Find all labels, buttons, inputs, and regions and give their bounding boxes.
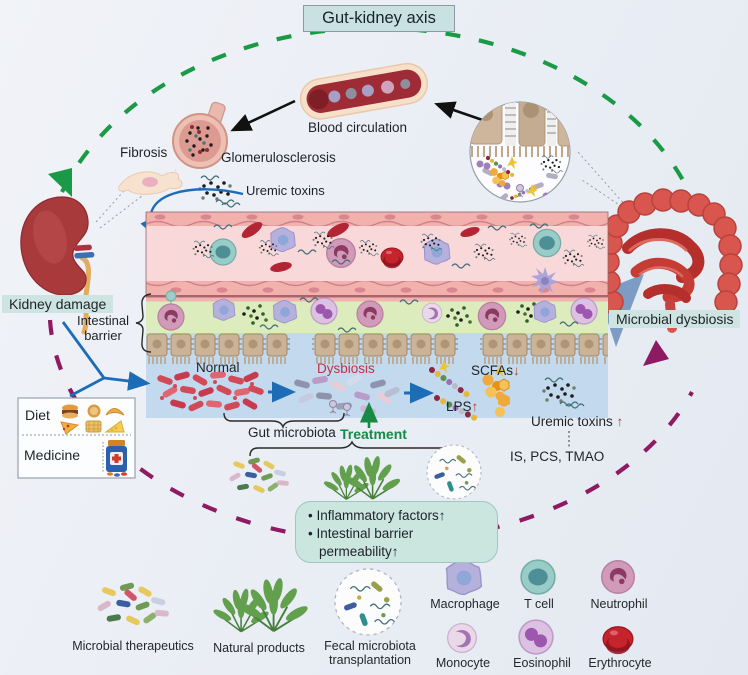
legend-fmt-label: Fecal microbiota transplantation — [312, 639, 428, 668]
normal-label: Normal — [196, 360, 240, 375]
legend-fmt-icon — [335, 569, 401, 635]
diet-label: Diet — [25, 407, 50, 423]
lps-label: LPS↑ — [446, 399, 478, 415]
page-title: Gut-kidney axis — [303, 5, 455, 32]
legend-erythrocyte-label: Erythrocyte — [588, 656, 652, 670]
scfas-text: SCFAs — [471, 363, 514, 378]
uremic-toxins-mid-label: Uremic toxins ↑ — [531, 414, 623, 430]
legend-neutrophil-icon — [601, 560, 635, 594]
influence-connector — [61, 321, 151, 398]
legend-microbial-therapeutics-label: Microbial therapeutics — [72, 639, 194, 653]
legend-microbial-therapeutics-icon — [96, 582, 169, 626]
arrow-vessel-to-glomerulus — [230, 99, 296, 132]
uremic-toxins-text: Uremic toxins — [531, 414, 613, 429]
green-arrowhead-icon — [48, 168, 72, 197]
legend-neutrophil-label: Neutrophil — [590, 597, 648, 611]
effects-box: • Inflammatory factors↑ • Intestinal bar… — [295, 501, 498, 563]
dysbiosis-label: Dysbiosis — [317, 361, 375, 376]
kidney-damage-label: Kidney damage — [2, 295, 114, 314]
gut-microbiota-brace — [223, 412, 345, 430]
effects-line3-text: permeability↑ — [319, 543, 399, 559]
fibrosis-label: Fibrosis — [120, 145, 168, 160]
kidney-illustration — [20, 196, 95, 335]
glomerulosclerosis-label: Glomerulosclerosis — [221, 150, 336, 165]
medicine-bottle-icon — [102, 440, 127, 477]
uremic-toxins-top-label: Uremic toxins — [246, 183, 325, 198]
legend-fmt-line2: transplantation — [328, 653, 411, 668]
fibroblast-illustration — [118, 171, 183, 195]
microbial-therapeutics-icon — [229, 457, 290, 494]
intestinal-barrier-brace — [135, 293, 152, 353]
effects-line2-text: Intestinal barrier — [316, 525, 414, 541]
food-icons — [60, 404, 125, 435]
legend-monocyte-label: Monocyte — [435, 656, 491, 670]
scfas-label: SCFAs↓ — [471, 363, 520, 379]
intestine-illustration — [596, 188, 743, 347]
legend-fmt-line1: Fecal microbiota — [324, 639, 416, 653]
tissue-panel — [145, 211, 609, 422]
metabolites-label: IS, PCS, TMAO — [510, 449, 605, 464]
normal-microbiota-cluster — [156, 370, 265, 413]
gut-wall-inset — [469, 101, 571, 203]
legend-natural-products-label: Natural products — [213, 641, 305, 655]
glomerulus-illustration — [172, 101, 228, 169]
legend-eosinophil-icon — [519, 620, 553, 654]
gut-microbiota-label: Gut microbiota — [248, 425, 336, 440]
legend-macrophage-label: Macrophage — [430, 597, 500, 611]
scfas-down-arrow-icon: ↓ — [513, 363, 520, 378]
lps-up-arrow-icon: ↑ — [471, 399, 479, 414]
effects-line2: • Intestinal barrier — [308, 525, 489, 543]
lps-text: LPS — [446, 399, 472, 414]
bullet-icon: • — [308, 508, 313, 523]
diet-medicine-box — [17, 397, 136, 479]
natural-products-icon — [323, 455, 402, 499]
legend-eosinophil-label: Eosinophil — [513, 656, 571, 670]
uremic-up-arrow-icon: ↑ — [616, 414, 624, 429]
legend-natural-products-icon — [212, 577, 310, 631]
kidney-to-gut-arc — [47, 319, 694, 544]
legend-erythrocyte-icon — [602, 626, 634, 655]
treatment-brace — [249, 440, 457, 457]
vessel-cells — [165, 221, 605, 315]
legend-tcell-label: T cell — [524, 597, 554, 611]
effects-line1: • Inflammatory factors↑ — [308, 507, 489, 525]
fmt-icon — [427, 445, 481, 499]
legend-monocyte-icon — [447, 623, 477, 653]
legend-tcell-icon — [520, 559, 556, 595]
effects-line1-text: Inflammatory factors↑ — [316, 508, 446, 523]
purple-arrowhead-icon — [643, 340, 669, 366]
intestinal-barrier-label: Intestinal barrier — [70, 313, 136, 344]
bullet-icon: • — [308, 525, 313, 541]
blood-vessel-illustration — [299, 62, 429, 120]
treatment-label: Treatment — [340, 426, 407, 442]
blood-circulation-label: Blood circulation — [308, 120, 408, 135]
lps-scfa-cluster — [427, 360, 510, 422]
microbial-dysbiosis-label: Microbial dysbiosis — [609, 310, 741, 329]
intestinal-barrier-line1: Intestinal — [76, 313, 130, 328]
intestinal-barrier-line2: barrier — [84, 327, 122, 343]
effects-line3: permeability↑ — [308, 543, 489, 561]
medicine-label: Medicine — [24, 447, 81, 463]
legend-macrophage-icon — [445, 559, 483, 596]
